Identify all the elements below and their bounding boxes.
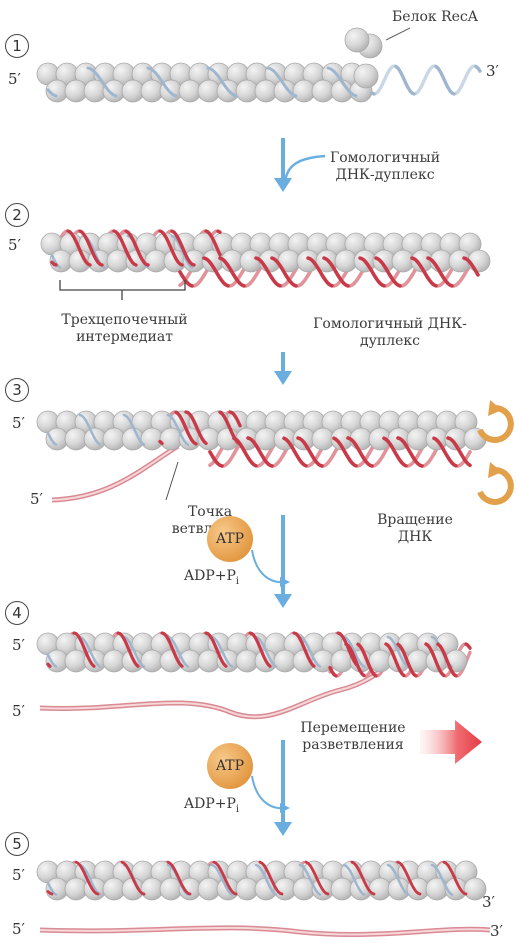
step5-3prime-filament: 3′	[482, 893, 495, 911]
step3-duplex-a-back	[222, 436, 448, 468]
arrow-3-head	[274, 594, 292, 608]
step4-displaced-strand-highlight	[39, 661, 393, 718]
step3-reca-filament	[36, 410, 487, 451]
step2-triplex-red-b-front	[66, 229, 222, 267]
step-5-number: 5	[5, 832, 29, 856]
step2-5prime: 5′	[8, 236, 21, 254]
step5-red-strand-front	[46, 860, 468, 896]
step4-5prime-filament: 5′	[12, 636, 25, 654]
step5-5prime-strand: 5′	[12, 920, 25, 938]
step4-ssdna-front	[46, 635, 454, 668]
step4-branch-red-b-front	[344, 642, 472, 678]
dna-rotation-label: Вращение ДНК	[377, 512, 453, 545]
step-4-number: 4	[5, 601, 29, 625]
arrow-1-head	[274, 178, 292, 192]
rotation-head-bottom	[488, 462, 502, 478]
dna-front-layer	[46, 64, 482, 896]
homologous-duplex-arrow-label: Гомологичный ДНК-дуплекс	[329, 150, 441, 183]
step2-duplex-a-front	[178, 256, 454, 288]
step3-duplex-b-front	[232, 436, 458, 468]
step5-displaced-strand-highlight	[39, 926, 491, 936]
step1-reca-filament	[36, 62, 373, 103]
atp-circle-1: ATP	[207, 516, 253, 562]
step1-3prime: 3′	[486, 62, 499, 80]
step2-triplex-red-a-front	[50, 229, 222, 267]
step4-triplex-red-a-front	[46, 631, 360, 668]
step3-ssdna-front	[46, 413, 190, 446]
atp-hydrolysis-arrow-2-head	[280, 803, 290, 813]
step2-duplex-b-front	[202, 256, 480, 288]
arrow-4-head	[274, 822, 292, 836]
arrow-2-head	[274, 371, 292, 385]
step3-5prime-filament: 5′	[12, 414, 25, 432]
reca-label-leader	[385, 27, 411, 41]
rotation-arrow-top	[477, 405, 514, 443]
step3-duplex-b-back	[208, 436, 472, 468]
step5-5prime-filament: 5′	[12, 866, 25, 884]
step4-branch-red-a-front	[328, 642, 458, 678]
branch-migration-label: Перемещение разветвления	[300, 720, 406, 753]
reca-monomer-end	[353, 63, 379, 89]
atp-hydrolysis-arrow-1-head	[280, 577, 290, 587]
free-reca-monomer	[344, 27, 370, 53]
step3-duplex-a-front	[208, 436, 472, 468]
atp-hydrolysis-arrow-1	[251, 549, 287, 584]
step4-5prime-strand: 5′	[12, 702, 25, 720]
step1-ssdna-in-filament-front	[46, 66, 358, 98]
step1-ssdna-free-back	[374, 64, 476, 96]
atp-circle-2: ATP	[207, 743, 253, 789]
annotation-layer	[59, 27, 514, 836]
rotation-arrow-bottom	[477, 467, 514, 505]
step5-3prime-strand: 3′	[490, 922, 503, 940]
dna-back-layer	[39, 64, 491, 938]
step1-5prime: 5′	[8, 70, 21, 88]
step3-displaced-strand	[51, 443, 180, 503]
step-1-number: 1	[5, 34, 29, 58]
reca-monomer	[463, 877, 487, 901]
adp-label-1: ADP+Pi	[184, 568, 240, 587]
step3-5prime-strand: 5′	[30, 490, 43, 508]
reca-monomer	[467, 249, 491, 273]
branch-point-leader	[165, 461, 179, 501]
branch-migration-arrow	[420, 720, 482, 764]
step3-displaced-strand-highlight	[51, 445, 179, 501]
reca-protein-label: Белок RecA	[392, 9, 478, 25]
arrow-1-curve	[283, 154, 326, 183]
homologous-duplex-label: Гомологичный ДНК-дуплекс	[313, 316, 467, 349]
step3-triplex-red-a-front	[158, 410, 242, 446]
step1-ssdna-free-front	[370, 64, 482, 96]
adp-label-2: ADP+Pi	[184, 796, 240, 815]
step-3-number: 3	[5, 378, 29, 402]
triplex-intermediate-label: Трехцепочечный интермедиат	[61, 312, 188, 345]
rotation-head-top	[488, 400, 502, 416]
atp-hydrolysis-arrow-2	[251, 775, 287, 810]
triplex-bracket	[59, 280, 186, 300]
step-2-number: 2	[5, 203, 29, 227]
